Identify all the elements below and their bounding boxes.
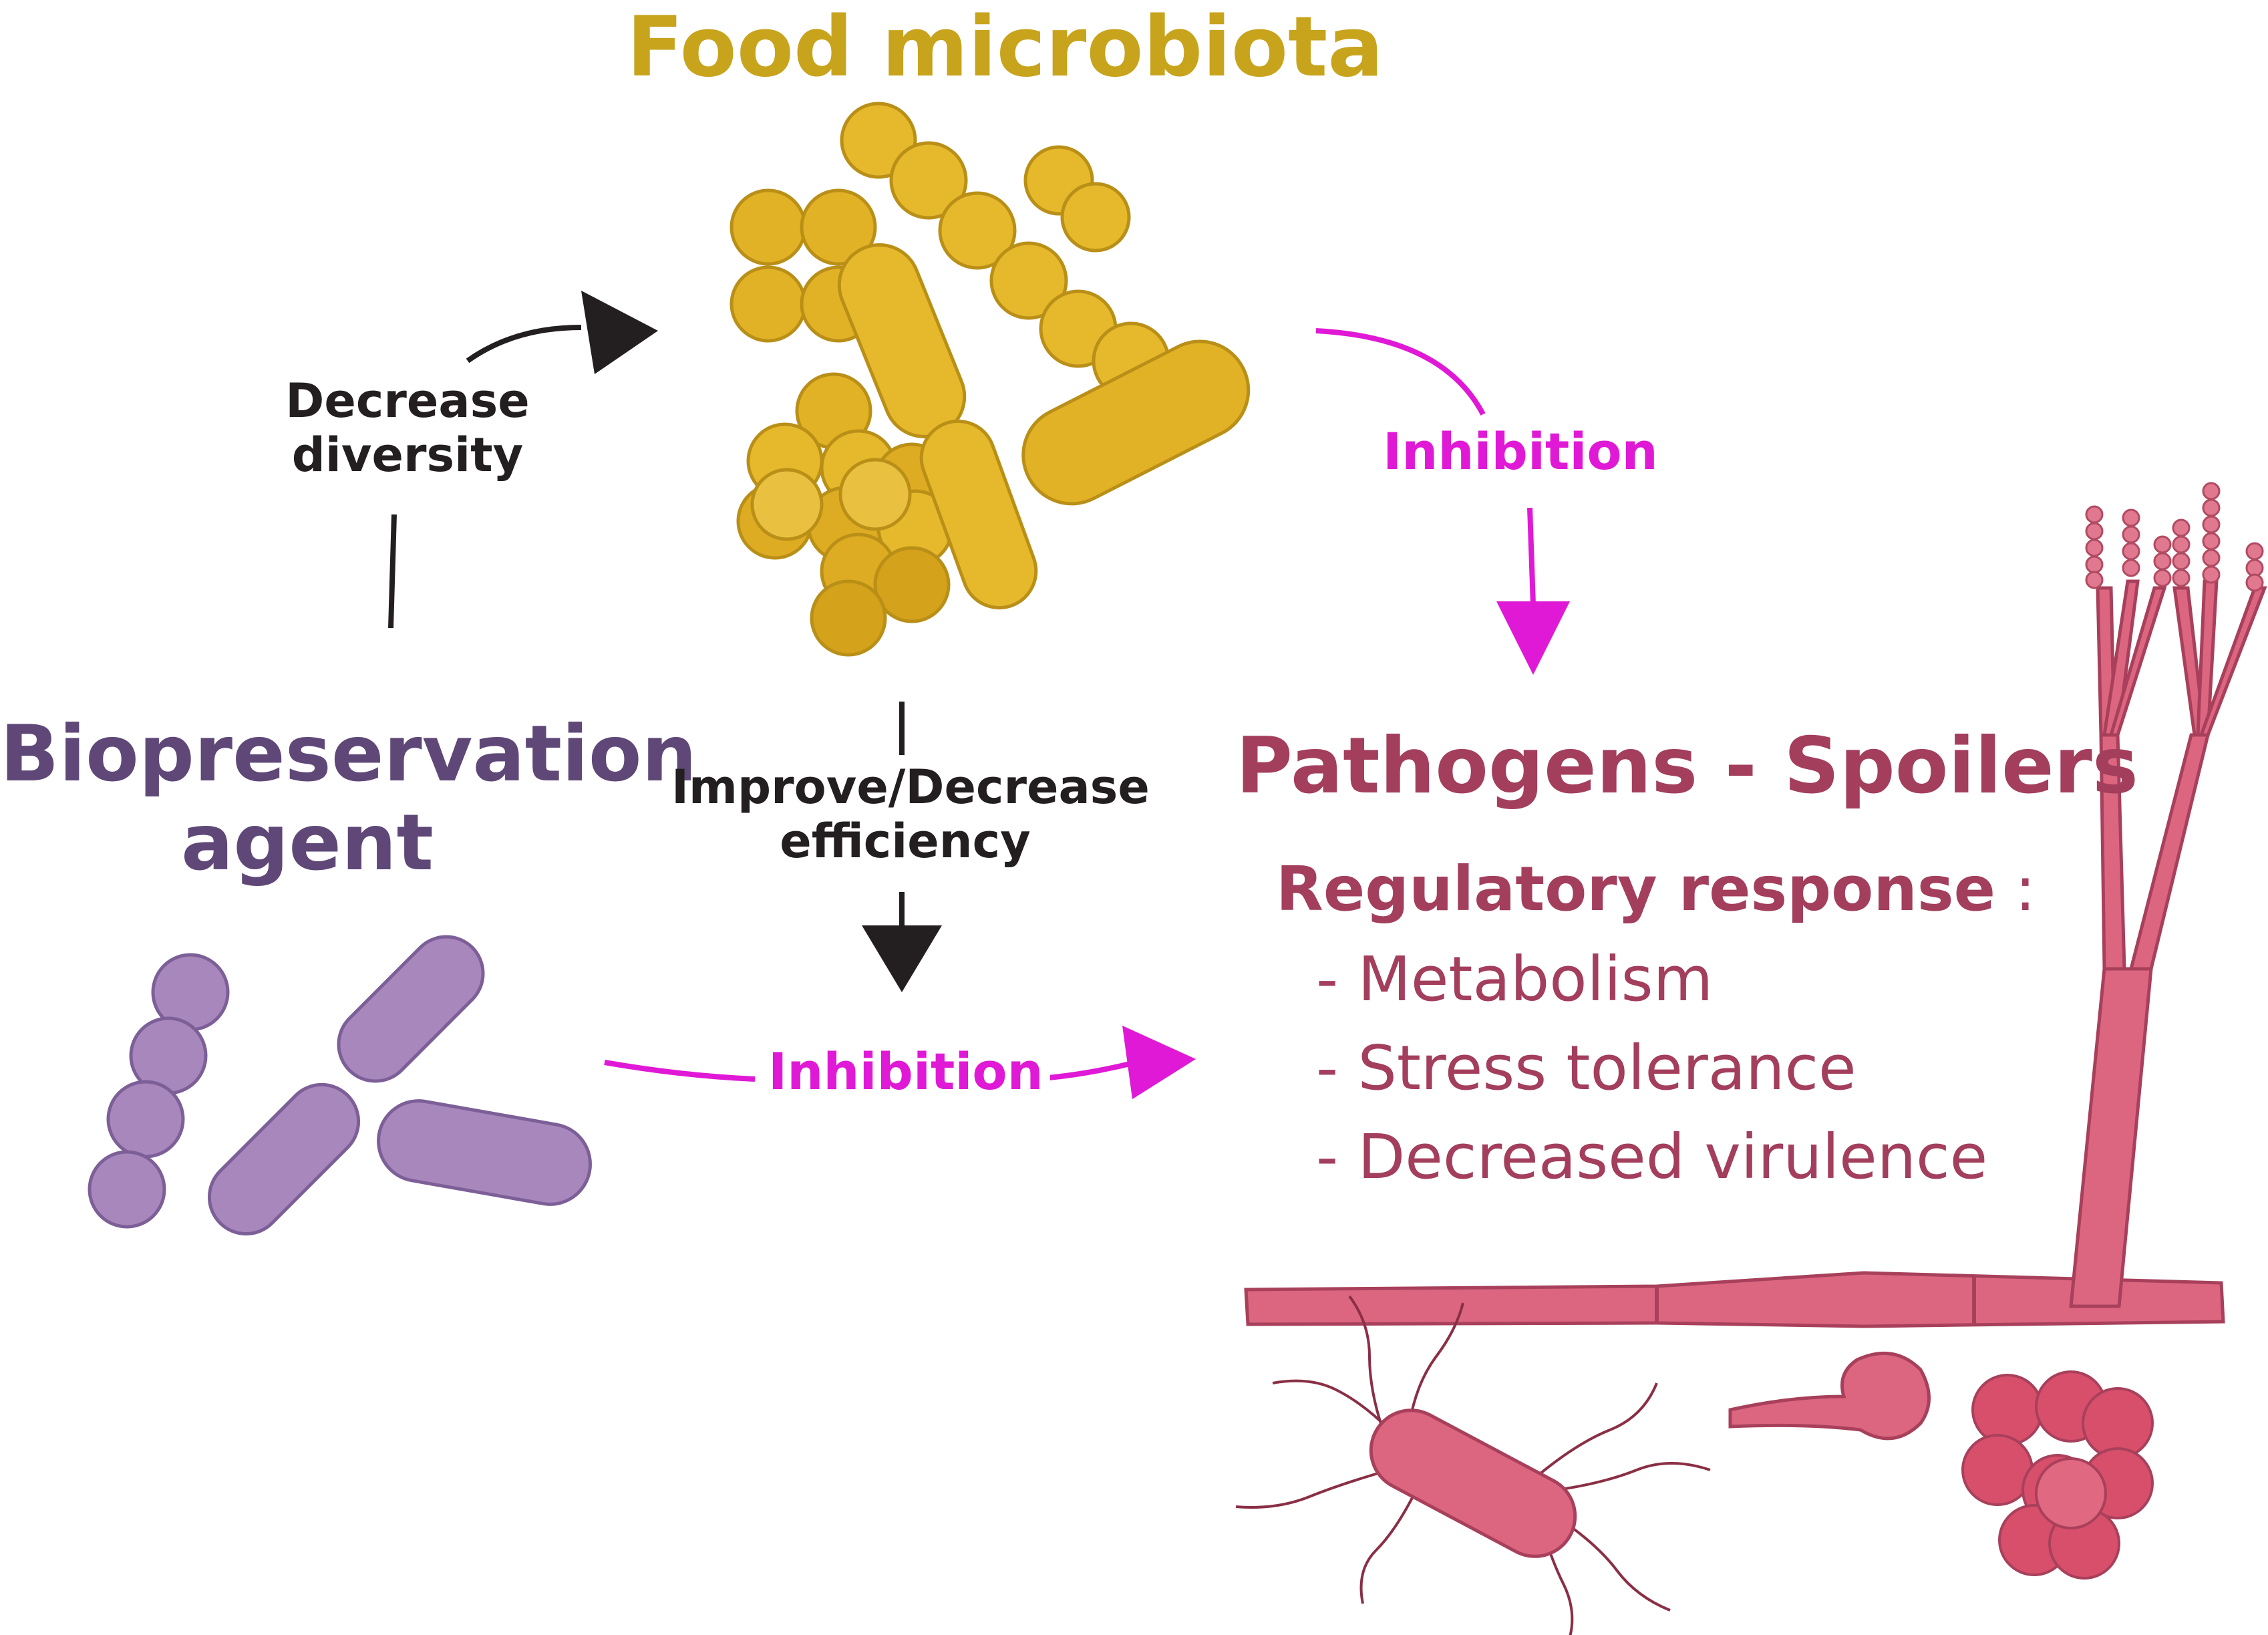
regulatory-item-metabolism: - Metabolism — [1316, 943, 1714, 1015]
pathogens-spoilers-title: Pathogens - Spoilers — [1236, 721, 2138, 811]
food-microbiota-icon — [730, 102, 1251, 657]
regulatory-response-title: Regulatory response : — [1276, 854, 2036, 925]
decrease-diversity-line2: diversity — [291, 427, 524, 482]
inhibition-bottom-label: Inhibition — [762, 1042, 1050, 1100]
decrease-diversity-arrowhead — [581, 291, 658, 374]
improve-efficiency-line1: Improve/Decrease — [671, 760, 1150, 814]
inhibition-top-label: Inhibition — [1376, 422, 1665, 480]
food-microbiota-title: Food microbiota — [627, 0, 1384, 96]
decrease-diversity-line1: Decrease — [285, 374, 530, 428]
biopreservation-agent-icon — [88, 935, 592, 1236]
improve-decrease-efficiency-label: Improve/Decrease efficiency — [671, 760, 1150, 869]
regulatory-item-stress-tolerance: - Stress tolerance — [1316, 1032, 1856, 1104]
decrease-diversity-label: Decrease diversity — [267, 374, 548, 482]
inhibition-top-arrow — [1315, 328, 1536, 605]
regulatory-response-colon: : — [1995, 853, 2036, 925]
pathogens-spoilers-icon — [1235, 482, 2267, 1635]
biopreservation-agent-title: Biopreservation agent — [0, 709, 697, 889]
inhibition-top-arrowhead — [1496, 601, 1570, 675]
regulatory-item-decreased-virulence: - Decreased virulence — [1316, 1121, 1988, 1193]
regulatory-response-label: Regulatory response — [1276, 853, 1996, 925]
decrease-diversity-arrow — [388, 325, 582, 629]
biopreservation-title-line2: agent — [180, 798, 434, 889]
improve-efficiency-line2: efficiency — [780, 813, 1031, 869]
improve-efficiency-arrowhead — [862, 925, 942, 992]
inhibition-bottom-arrowhead — [1122, 1026, 1196, 1099]
biopreservation-title-line1: Biopreservation — [0, 709, 697, 799]
